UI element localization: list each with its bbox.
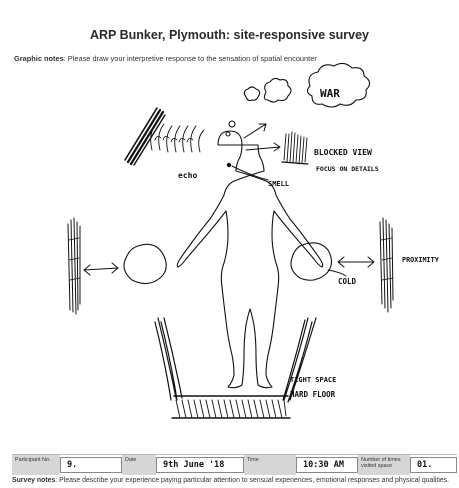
right-proximity-arrow xyxy=(338,257,374,267)
visits-value: 01. xyxy=(410,457,457,473)
cold-spheres xyxy=(124,243,332,284)
annotation-echo: echo xyxy=(178,171,197,180)
annotation-war: WAR xyxy=(320,87,340,100)
annotation-cold: COLD xyxy=(338,277,357,286)
smell-pointer xyxy=(232,166,268,180)
participant-value: 9. xyxy=(60,457,122,473)
survey-notes-label: Survey notes xyxy=(12,477,55,484)
war-cloud xyxy=(307,63,369,107)
echo-waves-1 xyxy=(151,124,204,152)
annotation-tight-space: TIGHT SPACE xyxy=(290,376,336,384)
survey-details-row: Participant No. 9. Date 9th June '18 Tim… xyxy=(12,454,457,475)
annotation-proximity: PROXIMITY xyxy=(402,256,440,264)
participant-label: Participant No. xyxy=(12,455,60,475)
annotation-focus-on-details: FOCUS ON DETAILS xyxy=(316,165,379,173)
echo-wall xyxy=(125,108,204,165)
right-sphere xyxy=(291,243,332,280)
thought-cloud-1 xyxy=(244,87,259,101)
left-sphere xyxy=(124,244,166,283)
annotation-hard-floor: HARD FLOOR xyxy=(290,390,336,399)
echo-waves-2 xyxy=(155,136,193,142)
annotation-blocked-view: BLOCKED VIEW xyxy=(314,148,372,157)
human-figure xyxy=(177,131,322,388)
left-proximity-arrow xyxy=(84,263,118,275)
arrow-to-blocked-view xyxy=(246,143,280,151)
right-wall xyxy=(380,218,393,312)
date-value: 9th June '18 xyxy=(156,457,244,473)
annotation-smell: SMELL xyxy=(268,180,289,188)
hard-floor xyxy=(172,396,290,418)
thought-dot-medium xyxy=(229,121,235,127)
date-label: Date xyxy=(122,455,156,475)
thought-dot-small xyxy=(226,132,230,136)
visits-label: Number of times visited space xyxy=(358,455,410,475)
blocked-view-hatching xyxy=(282,132,308,164)
arrow-up-right xyxy=(244,124,266,138)
cold-pointer xyxy=(328,270,346,276)
time-value: 10:30 AM xyxy=(296,457,358,473)
thought-bubble-group xyxy=(226,63,370,136)
survey-notes-text: : Please describe your experience paying… xyxy=(55,477,449,484)
time-label: Time xyxy=(244,455,296,475)
mouth-dot xyxy=(227,163,231,167)
thought-cloud-2 xyxy=(264,78,291,102)
left-wall xyxy=(68,218,80,314)
survey-notes-prompt: Survey notes: Please describe your exper… xyxy=(12,477,449,484)
